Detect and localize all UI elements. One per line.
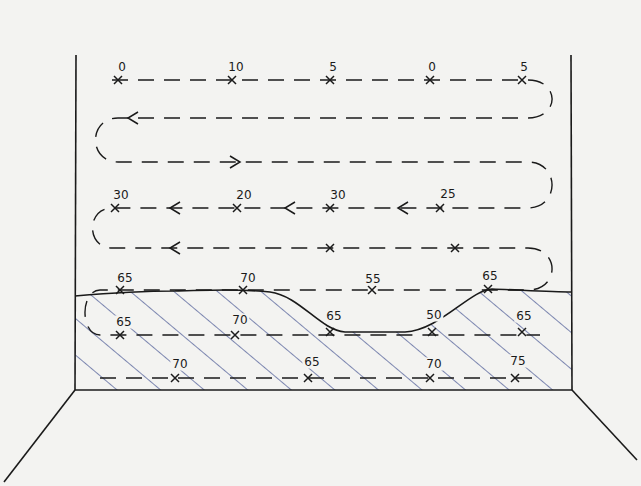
reading-value: 30 bbox=[111, 189, 130, 202]
reading-value: 0 bbox=[116, 61, 128, 74]
direction-arrows bbox=[128, 112, 408, 254]
reading-value: 65 bbox=[302, 356, 321, 369]
reading-value: 0 bbox=[426, 61, 438, 74]
reading-value: 25 bbox=[438, 188, 457, 201]
reading-value: 10 bbox=[226, 61, 245, 74]
reading-value: 30 bbox=[328, 189, 347, 202]
reading-value: 65 bbox=[514, 310, 533, 323]
reading-value: 70 bbox=[424, 358, 443, 371]
reading-value: 65 bbox=[480, 270, 499, 283]
reading-value: 70 bbox=[238, 272, 257, 285]
reading-value: 65 bbox=[115, 272, 134, 285]
reading-value: 5 bbox=[327, 61, 339, 74]
reading-value: 55 bbox=[363, 273, 382, 286]
reading-value: 70 bbox=[170, 358, 189, 371]
reading-value: 50 bbox=[424, 309, 443, 322]
sample-points bbox=[111, 76, 526, 382]
reading-value: 70 bbox=[230, 314, 249, 327]
reading-value: 65 bbox=[324, 310, 343, 323]
reading-value: 65 bbox=[114, 316, 133, 329]
sampling-path bbox=[85, 80, 552, 378]
reading-value: 75 bbox=[508, 355, 527, 368]
reading-value: 20 bbox=[234, 189, 253, 202]
tank-outline bbox=[4, 55, 637, 482]
reading-value: 5 bbox=[518, 61, 530, 74]
sediment-surface bbox=[75, 289, 572, 332]
